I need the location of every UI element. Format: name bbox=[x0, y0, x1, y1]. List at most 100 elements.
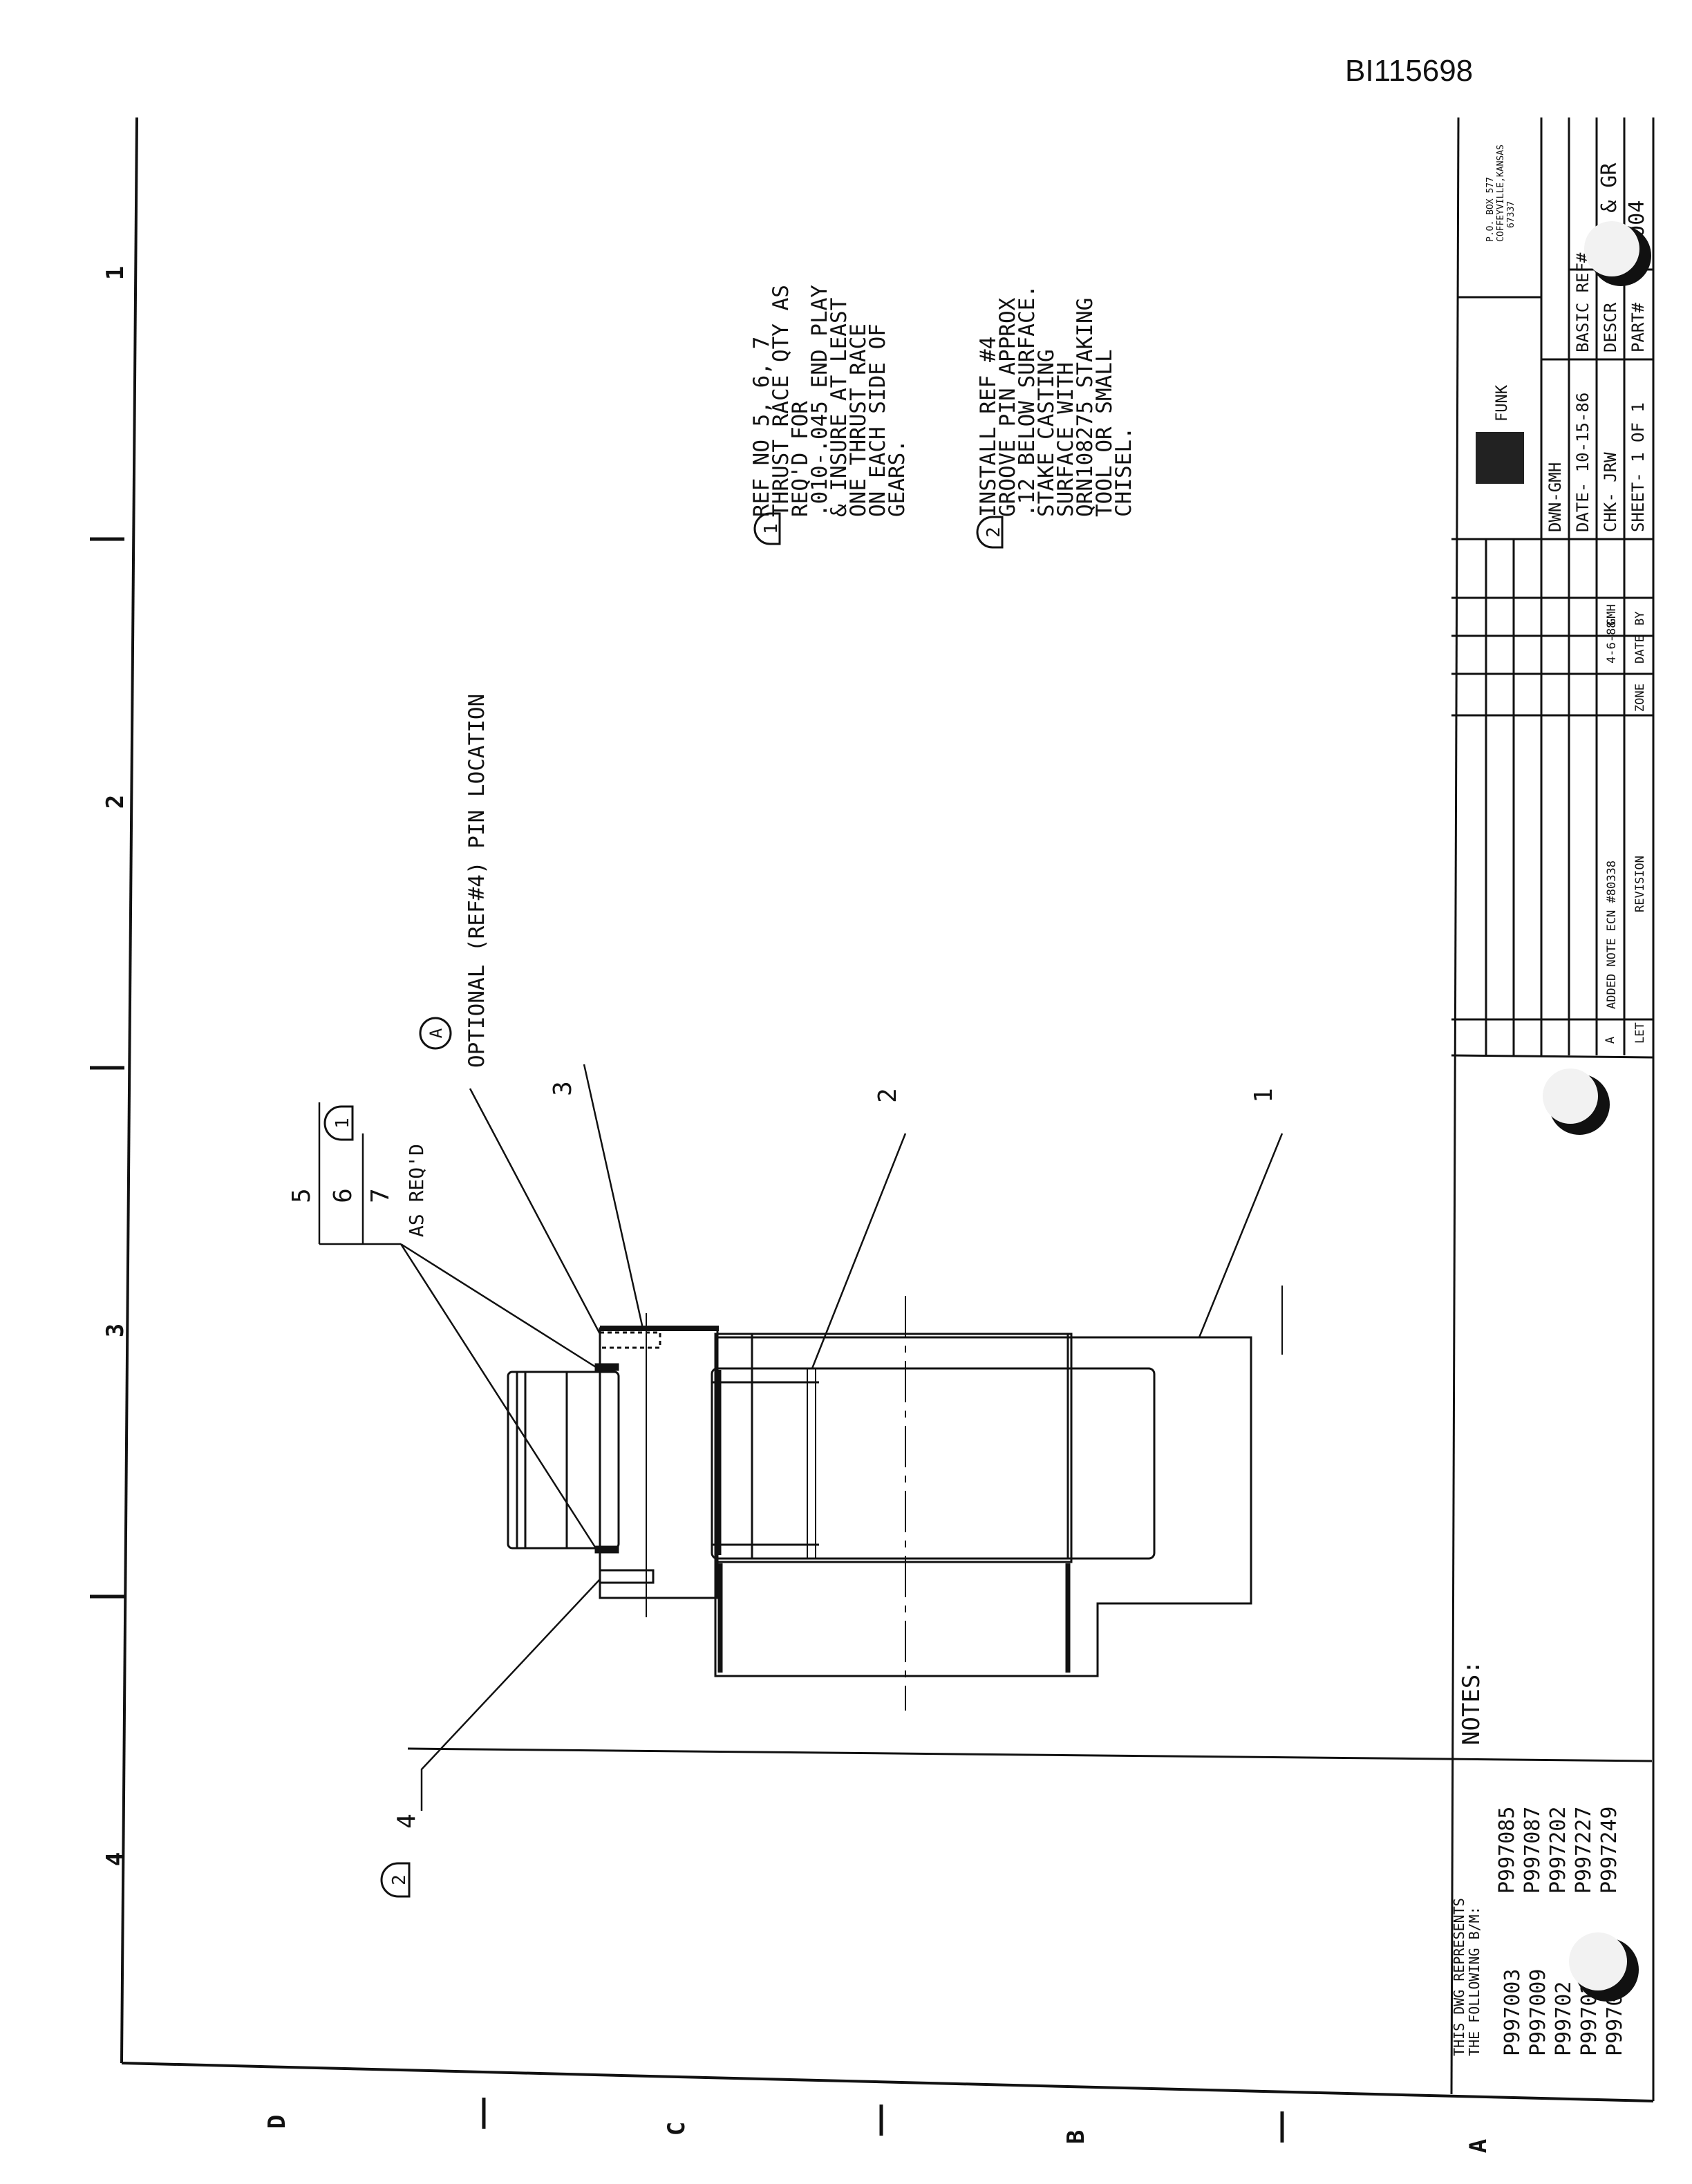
zone-letter-c: C bbox=[663, 2122, 690, 2136]
zone-number-1: 1 bbox=[102, 266, 129, 280]
note-1-flag: 1 bbox=[753, 512, 782, 545]
title-date: DATE- 10-15-86 bbox=[1573, 393, 1592, 532]
assembly-drawing bbox=[507, 1286, 1283, 1711]
optional-pin-location bbox=[600, 1331, 661, 1349]
note-2-flag: 2 bbox=[976, 516, 1004, 549]
ref-1-label: 1 bbox=[1250, 1088, 1278, 1103]
revision-letter: A bbox=[1604, 1037, 1617, 1044]
housing-outline bbox=[714, 1336, 1252, 1677]
notes-block: REF NO 5, 6, 7 THRUST RACE QTY AS REQ'D … bbox=[749, 285, 1136, 549]
note-1-line-1: REF NO 5, 6, 7 bbox=[749, 337, 774, 517]
thrust-race-top bbox=[594, 1363, 619, 1371]
document-id: BI115698 bbox=[1345, 54, 1474, 88]
zone-letters: D C B A bbox=[263, 2115, 1492, 2153]
note-1-flag-text: 1 bbox=[761, 523, 782, 534]
as-reqd-label: AS REQ'D bbox=[405, 1144, 428, 1237]
stack-flag-text: 1 bbox=[332, 1118, 353, 1129]
zone-letter-d: D bbox=[263, 2115, 291, 2129]
revision-date: 4-6-88 bbox=[1605, 621, 1619, 663]
bom-col2-row4: P997227 bbox=[1572, 1807, 1596, 1894]
note-1-line-5: & INSURE AT LEAST bbox=[827, 298, 852, 517]
revision-header-let: LET bbox=[1633, 1022, 1647, 1044]
zone-ticks bbox=[90, 537, 1284, 2143]
title-address-2: COFFEYVILLE,KANSAS bbox=[1496, 144, 1506, 242]
note-2-line-7: TOOL OR SMALL bbox=[1092, 349, 1117, 517]
note-2-line-3: .12 BELOW SURFACE. bbox=[1015, 285, 1040, 517]
company-logo bbox=[1476, 432, 1524, 484]
gear-body bbox=[711, 1367, 1156, 1560]
ref-7-label: 7 bbox=[366, 1188, 395, 1203]
title-basic-ref: BASIC REF# bbox=[1573, 252, 1592, 352]
ref-5-label: 5 bbox=[288, 1188, 316, 1203]
ref-2-label: 2 bbox=[874, 1088, 902, 1103]
pin-flag-text: 2 bbox=[389, 1874, 410, 1885]
note-1-line-7: ON EACH SIDE OF bbox=[865, 323, 890, 517]
note-2-line-2: GROOVE PIN APPROX bbox=[995, 297, 1020, 517]
revision-description: ADDED NOTE ECN #80338 bbox=[1605, 860, 1619, 1009]
note-2-line-5: SURFACE WITH bbox=[1053, 362, 1078, 517]
groove-pin bbox=[600, 1569, 655, 1584]
pin-flag: 2 bbox=[380, 1862, 411, 1898]
title-address-1: P.O. BOX 577 bbox=[1485, 177, 1496, 242]
note-1: REF NO 5, 6, 7 THRUST RACE QTY AS REQ'D … bbox=[749, 285, 910, 517]
title-chk: CHK- JRW bbox=[1601, 452, 1620, 532]
note-1-line-2: THRUST RACE QTY AS bbox=[769, 285, 793, 517]
revision-header-revision: REVISION bbox=[1633, 856, 1647, 912]
note-2-line-1: INSTALL REF #4 bbox=[976, 337, 1001, 517]
note-1-line-8: GEARS. bbox=[885, 440, 910, 517]
zone-letter-b: B bbox=[1062, 2130, 1090, 2144]
leaders bbox=[318, 1064, 1284, 1811]
title-part-label: PART# bbox=[1628, 302, 1648, 352]
bom-block: THIS DWG REPRESENTS THE FOLLOWING B/M: P… bbox=[1451, 1807, 1627, 2056]
bom-col1-row2: P997009 bbox=[1526, 1969, 1550, 2056]
optional-pin-flag: A bbox=[419, 1017, 452, 1050]
bom-col2-row2: P997087 bbox=[1521, 1807, 1545, 1894]
revision-header-by: BY bbox=[1633, 612, 1647, 625]
zone-number-4: 4 bbox=[102, 1852, 129, 1866]
notes-heading-text: NOTES: bbox=[1458, 1660, 1485, 1745]
bom-heading-1: THIS DWG REPRESENTS bbox=[1451, 1898, 1467, 2056]
revision-header-date: DATE bbox=[1633, 635, 1647, 663]
thrust-race-bottom bbox=[594, 1545, 619, 1554]
shaft-gear bbox=[507, 1371, 620, 1550]
note-2-flag-text: 2 bbox=[984, 527, 1004, 538]
note-2-line-6: QRN108275 STAKING bbox=[1073, 298, 1098, 517]
note-1-line-4: .010-.045 END PLAY bbox=[807, 285, 832, 517]
bom-heading-2: THE FOLLOWING B/M: bbox=[1466, 1906, 1483, 2056]
title-company: FUNK bbox=[1494, 384, 1511, 422]
bom-col2-row5: P997249 bbox=[1597, 1807, 1622, 1894]
callout-labels: OPTIONAL (REF#4) PIN LOCATION A 5 6 7 AS… bbox=[288, 694, 1278, 1898]
revision-by: GMH bbox=[1605, 604, 1619, 625]
note-1-line-6: ONE THRUST RACE bbox=[846, 323, 871, 517]
bom-col1-row1: P997003 bbox=[1501, 1969, 1525, 2056]
zone-letter-a: A bbox=[1465, 2139, 1492, 2153]
revision-block: A ADDED NOTE ECN #80338 4-6-88 GMH LET R… bbox=[1604, 604, 1647, 1044]
title-sheet: SHEET- 1 OF 1 bbox=[1628, 402, 1648, 532]
title-descr-label: DESCR bbox=[1601, 302, 1620, 352]
ref-4-label: 4 bbox=[393, 1814, 421, 1829]
punch-holes bbox=[1543, 221, 1651, 2002]
bom-col2-row3: P997202 bbox=[1546, 1807, 1570, 1894]
revision-header-zone: ZONE bbox=[1633, 684, 1647, 712]
stack-flag: 1 bbox=[323, 1105, 354, 1141]
title-dwn: DWN-GMH bbox=[1545, 462, 1565, 532]
zone-numbers: 1 2 3 4 bbox=[102, 266, 129, 1866]
optional-pin-flag-text: A bbox=[426, 1028, 446, 1038]
note-2-line-4: STAKE CASTING bbox=[1034, 349, 1059, 517]
hub-block bbox=[714, 1333, 1073, 1563]
title-address-3: 67337 bbox=[1506, 201, 1516, 228]
title-strip-frame bbox=[407, 117, 1655, 2101]
notes-heading: NOTES: bbox=[1458, 1660, 1485, 1745]
zone-number-3: 3 bbox=[102, 1324, 129, 1337]
ref-6-label: 6 bbox=[329, 1188, 357, 1203]
optional-pin-label: OPTIONAL (REF#4) PIN LOCATION bbox=[464, 694, 489, 1068]
note-1-line-3: REQ'D FOR bbox=[788, 401, 813, 517]
bom-col1-row3: P99702 bbox=[1552, 1981, 1576, 2056]
zone-number-2: 2 bbox=[102, 795, 129, 809]
note-2-line-8: CHISEL. bbox=[1111, 426, 1136, 517]
bom-col2-row1: P997085 bbox=[1495, 1807, 1519, 1894]
ref-3-label: 3 bbox=[549, 1081, 577, 1096]
note-2: INSTALL REF #4 GROOVE PIN APPROX .12 BEL… bbox=[976, 285, 1136, 517]
sheet-border bbox=[120, 117, 1654, 2102]
